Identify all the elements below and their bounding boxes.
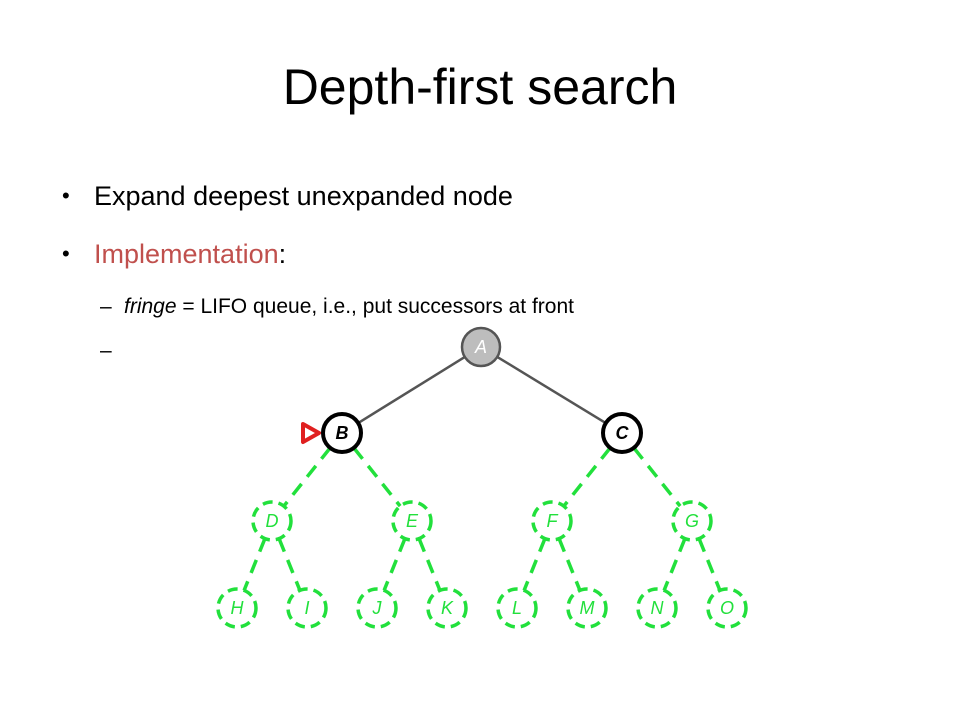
node-label: E (406, 511, 419, 531)
edge-G-O (697, 537, 722, 592)
node-label: K (441, 598, 454, 618)
tree-node-c: C (601, 412, 643, 454)
bullet-text: Expand deepest unexpanded node (94, 181, 513, 211)
edge-A-C (496, 355, 607, 425)
node-circle (251, 500, 293, 542)
sub-bullet-empty: – (62, 336, 574, 380)
tree-node-a: A (460, 326, 502, 368)
tree-node-h: H (216, 587, 258, 629)
node-label: C (616, 423, 630, 443)
node-circle (671, 500, 713, 542)
edge-D-H (242, 537, 267, 592)
sub-bullet-text: = LIFO queue, i.e., put successors at fr… (176, 295, 574, 318)
node-circle (321, 412, 363, 454)
dash-icon: – (100, 295, 112, 318)
tree-nodes: A B C D E F G H I J K L M N O (216, 326, 748, 629)
node-label: J (372, 598, 383, 618)
bullet-highlight: Implementation (94, 239, 279, 269)
node-label: H (231, 598, 245, 618)
node-circle (356, 587, 398, 629)
edge-E-K (417, 537, 442, 592)
node-circle (286, 587, 328, 629)
current-node-marker (301, 422, 321, 444)
node-circle (496, 587, 538, 629)
current-node-arrow-icon (301, 422, 321, 444)
node-label: B (336, 423, 349, 443)
bullet-expand: • Expand deepest unexpanded node (62, 176, 574, 234)
edge-B-D (282, 446, 332, 508)
tree-node-g: G (671, 500, 713, 542)
node-label: M (580, 598, 595, 618)
edge-B-E (352, 446, 402, 508)
bullet-suffix: : (278, 239, 287, 269)
tree-node-l: L (496, 587, 538, 629)
node-label: L (512, 598, 522, 618)
edge-A-B (357, 355, 466, 425)
node-circle (426, 587, 468, 629)
edge-E-J (382, 537, 407, 592)
fringe-term: fringe (124, 295, 177, 318)
bullet-list: • Expand deepest unexpanded node • Imple… (62, 176, 574, 380)
node-label: A (474, 337, 487, 357)
slide-title: Depth-first search (282, 59, 678, 115)
node-label: N (651, 598, 665, 618)
node-circle (601, 412, 643, 454)
bullet-implementation: • Implementation: (62, 234, 574, 292)
tree-node-k: K (426, 587, 468, 629)
edge-C-F (562, 446, 612, 508)
tree-node-d: D (251, 500, 293, 542)
node-label: D (266, 511, 279, 531)
tree-node-m: M (566, 587, 608, 629)
bullet-dot-icon: • (62, 183, 70, 208)
node-circle (706, 587, 748, 629)
edge-F-L (522, 537, 547, 592)
edge-F-M (557, 537, 582, 592)
node-circle (531, 500, 573, 542)
tree-node-i: I (286, 587, 328, 629)
node-circle (216, 587, 258, 629)
sub-bullet-fringe: – fringe = LIFO queue, i.e., put success… (62, 292, 574, 336)
tree-node-b: B (321, 412, 363, 454)
node-label: G (685, 511, 699, 531)
tree-node-n: N (636, 587, 678, 629)
bullet-dot-icon: • (62, 241, 70, 266)
tree-node-o: O (706, 587, 748, 629)
node-label: O (720, 598, 734, 618)
node-label: I (304, 598, 309, 618)
tree-node-j: J (356, 587, 398, 629)
edge-D-I (277, 537, 302, 592)
tree-node-e: E (391, 500, 433, 542)
node-circle (460, 326, 502, 368)
node-circle (636, 587, 678, 629)
tree-node-f: F (531, 500, 573, 542)
tree-edges (242, 355, 722, 592)
dash-icon: – (100, 339, 112, 362)
node-circle (566, 587, 608, 629)
edge-G-N (662, 537, 687, 592)
node-circle (391, 500, 433, 542)
node-label: F (547, 511, 559, 531)
edge-C-G (632, 446, 682, 508)
